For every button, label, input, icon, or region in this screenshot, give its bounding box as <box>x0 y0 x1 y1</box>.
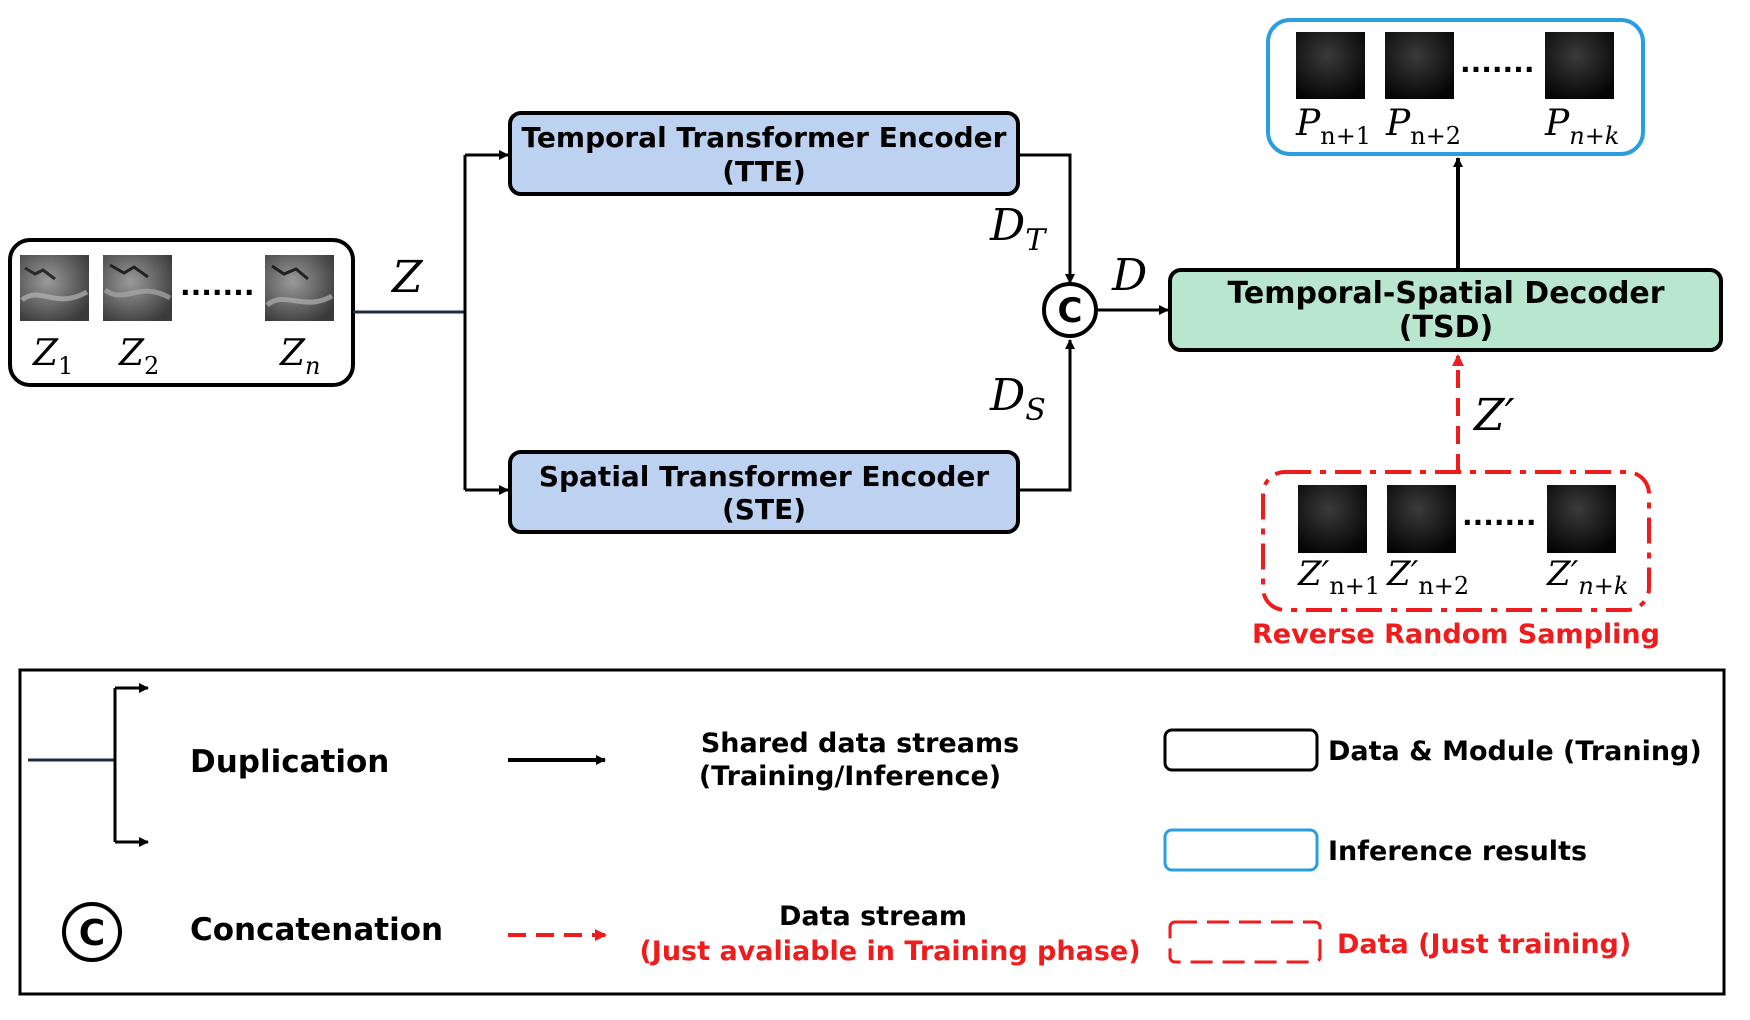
input-frame-n <box>265 255 334 321</box>
output-ellipsis: ....... <box>1460 46 1534 79</box>
legend-box <box>18 668 1726 996</box>
concat-legend-symbol: C <box>79 913 105 954</box>
legend-stream-line2: (Just avaliable in Training phase) <box>639 936 1140 967</box>
sampled-label-2: Z′n+2 <box>1386 554 1469 600</box>
data-module-legend-swatch <box>1163 728 1319 772</box>
input-label-n: Zn <box>279 333 320 380</box>
ste-title: Spatial Transformer Encoder <box>539 460 990 493</box>
tte-title: Temporal Transformer Encoder <box>522 121 1007 154</box>
d-label: D <box>1111 250 1147 301</box>
tsd-abbrev: (TSD) <box>1399 310 1493 345</box>
legend-inference: Inference results <box>1328 836 1587 867</box>
ste-abbrev: (STE) <box>722 493 806 526</box>
sampled-ellipsis: ....... <box>1462 499 1536 532</box>
ds-label: DS <box>989 370 1046 428</box>
legend-data-module: Data & Module (Traning) <box>1328 736 1702 767</box>
z-prime-label: Z′ <box>1472 390 1515 441</box>
legend-duplication: Duplication <box>190 744 389 780</box>
ste-module <box>508 450 1020 534</box>
output-label-2: Pn+2 <box>1385 103 1461 150</box>
reverse-sampling-label: Reverse Random Sampling <box>1252 619 1660 650</box>
concat-symbol: C <box>1058 291 1083 331</box>
input-ellipsis: ....... <box>180 269 254 302</box>
input-label-1: Z1 <box>32 333 73 380</box>
arrow-tte-to-concat <box>1018 153 1075 284</box>
legend-stream-line1: Data stream <box>779 901 967 932</box>
sampled-frame-k <box>1547 485 1616 553</box>
input-frame-2 <box>103 255 172 321</box>
arrow-ste-to-concat <box>1018 339 1075 492</box>
input-label-2: Z2 <box>118 333 159 380</box>
sampled-frame-2 <box>1387 485 1456 553</box>
inference-legend-swatch <box>1163 828 1319 872</box>
output-label-1: Pn+1 <box>1295 103 1371 150</box>
sampled-frame-1 <box>1298 485 1367 553</box>
output-frame-k <box>1545 32 1614 99</box>
output-label-k: Pn+k <box>1544 103 1619 150</box>
legend-shared-line2: (Training/Inference) <box>699 761 1001 792</box>
training-data-legend-swatch <box>1168 920 1322 964</box>
tte-abbrev: (TTE) <box>722 155 806 188</box>
tsd-module <box>1168 268 1723 352</box>
input-frame-1 <box>20 255 89 321</box>
duplication-legend-icon <box>28 683 149 847</box>
output-frame-1 <box>1296 32 1365 99</box>
output-frame-2 <box>1385 32 1454 99</box>
tsd-title: Temporal-Spatial Decoder <box>1227 276 1664 311</box>
z-label: Z <box>390 252 424 303</box>
sampled-label-k: Z′n+k <box>1546 554 1628 600</box>
legend-concatenation: Concatenation <box>190 912 443 948</box>
legend-data-training: Data (Just training) <box>1337 929 1631 960</box>
dt-label: DT <box>989 200 1047 258</box>
legend-shared-line1: Shared data streams <box>701 728 1019 759</box>
sampled-label-1: Z′n+1 <box>1297 554 1380 600</box>
concat-legend-icon <box>62 902 122 962</box>
